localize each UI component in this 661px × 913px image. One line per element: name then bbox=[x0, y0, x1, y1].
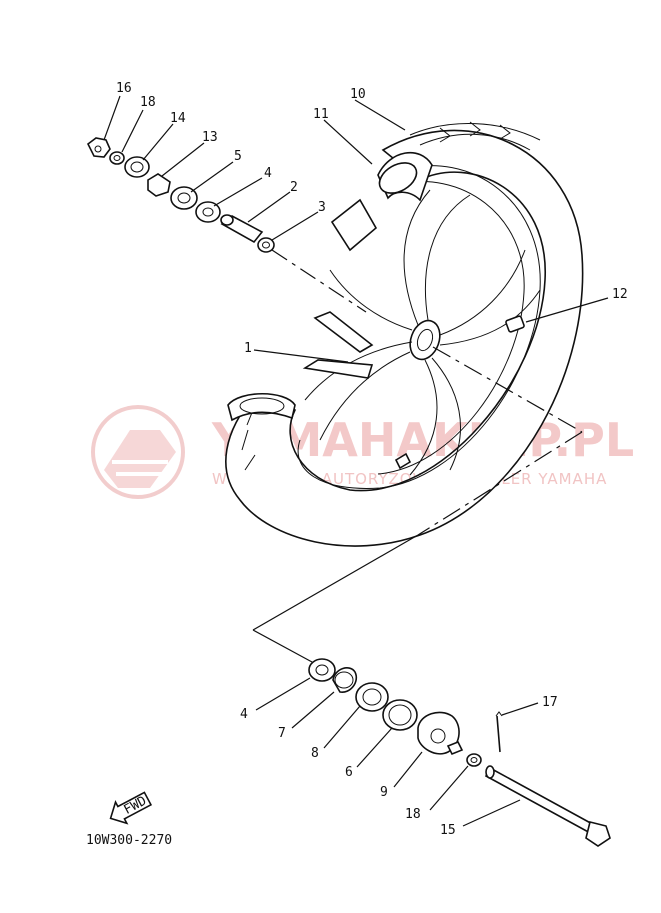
callout-17: 17 bbox=[542, 695, 558, 710]
callout-16: 16 bbox=[116, 81, 132, 96]
drawing-code: 10W300-2270 bbox=[86, 833, 172, 848]
callout-4-bottom: 4 bbox=[240, 707, 248, 722]
callout-9: 9 bbox=[380, 785, 388, 800]
part-callouts: 16 18 14 13 5 4 2 3 10 11 12 1 4 7 8 6 9… bbox=[116, 81, 628, 838]
callout-2: 2 bbox=[290, 180, 298, 195]
balance-weight bbox=[505, 315, 525, 333]
callout-6: 6 bbox=[345, 765, 353, 780]
callout-15: 15 bbox=[440, 823, 456, 838]
watermark-logo-icon bbox=[91, 405, 185, 499]
leader-lines-top bbox=[103, 95, 609, 363]
callout-4-top: 4 bbox=[264, 166, 272, 181]
axle-centerline bbox=[252, 346, 583, 663]
callout-14: 14 bbox=[170, 111, 186, 126]
callout-5: 5 bbox=[234, 149, 242, 164]
forward-arrow-icon bbox=[109, 791, 153, 825]
left-side-hardware bbox=[86, 137, 275, 253]
cast-wheel-rim bbox=[225, 121, 584, 547]
callout-7: 7 bbox=[278, 726, 286, 741]
callout-18-bottom: 18 bbox=[405, 807, 421, 822]
leader-lines-bottom bbox=[255, 677, 539, 827]
callout-8: 8 bbox=[311, 746, 319, 761]
callout-10: 10 bbox=[350, 87, 366, 102]
tyre-tube-cutaway bbox=[330, 151, 433, 252]
callout-12: 12 bbox=[612, 287, 628, 302]
callout-11: 11 bbox=[313, 107, 329, 122]
dealer-watermark: YAMAHAKLEP.PL WOLFTECH - AUTORYZOWANY DE… bbox=[91, 405, 634, 499]
callout-1: 1 bbox=[244, 341, 252, 356]
right-side-hardware bbox=[308, 658, 611, 847]
callout-3: 3 bbox=[318, 200, 326, 215]
callout-18-top: 18 bbox=[140, 95, 156, 110]
forward-direction-badge: FWD bbox=[109, 791, 153, 825]
callout-13: 13 bbox=[202, 130, 218, 145]
